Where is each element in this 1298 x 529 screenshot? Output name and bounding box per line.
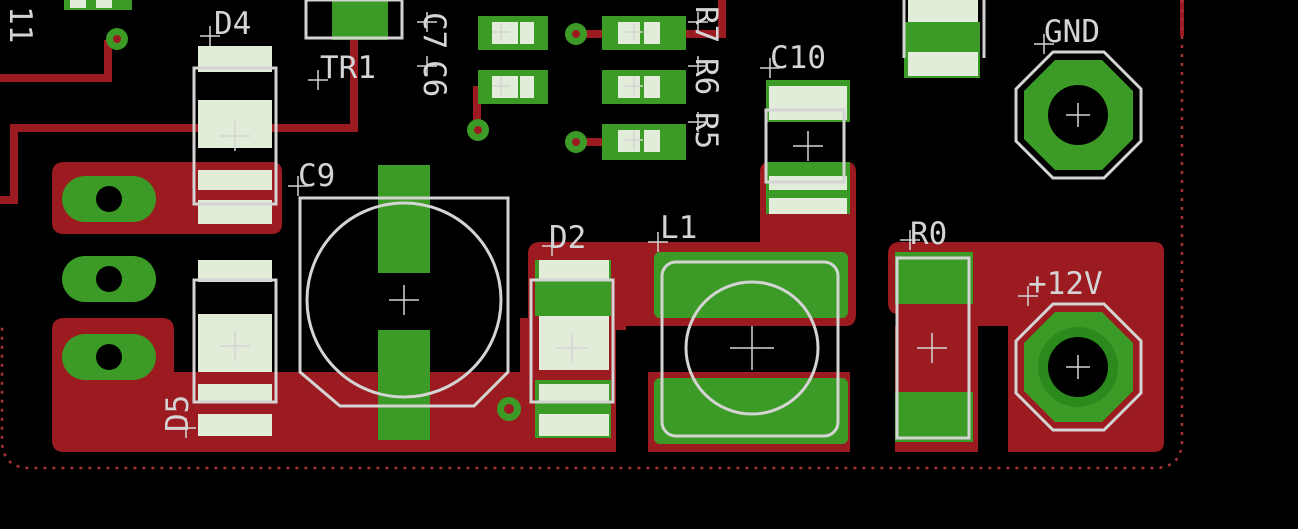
c10-outline [764,108,846,184]
crosshair-icon [176,12,1090,438]
trace-top-left [0,40,112,82]
label-r7: R7 [688,6,724,43]
trace-left-upper [0,20,358,204]
pour-bottom-left [52,318,616,452]
label-gnd: GND [1044,14,1100,50]
slot-hole-2 [96,266,122,292]
d4-outline [192,66,278,206]
label-d2: D2 [549,220,586,256]
r0-outline [895,256,971,440]
board-outline [0,0,1184,470]
l1-outline [660,260,840,438]
label-r6: R6 [688,58,724,95]
r0-pad-bottom [895,392,973,442]
d5-outline [192,278,278,404]
r0-pad-top [895,252,973,304]
gnd-pad-outline [1014,50,1143,180]
label-c9: C9 [298,158,335,194]
component-labels: D4 TR1 C10 GND C9 D2 L1 R0 +12V C7 C6 R7… [2,6,1103,432]
v12-pad-outline [1014,302,1143,432]
label-tr1: TR1 [320,50,376,86]
tr1-outline [304,0,404,40]
label-c7: C7 [416,12,452,49]
c9-outline [298,196,510,408]
c9-pad-top [378,165,430,273]
via-icon [565,23,587,45]
label-d5: D5 [160,395,196,432]
label-12v: +12V [1028,266,1103,302]
via-group[interactable] [106,23,587,421]
label-c10: C10 [770,40,826,76]
label-l1: L1 [660,210,697,246]
l1-pad-bottom [654,378,848,444]
silkscreen-layer [192,0,986,440]
via-icon [106,28,128,50]
c9-pad-bottom [378,330,430,440]
tr1-pad [332,0,388,40]
via-icon [497,397,521,421]
c9-circle [305,201,503,399]
label-r5: R5 [688,112,724,149]
label-r0: R0 [910,216,947,252]
via-icon [467,119,489,141]
l1-circle [684,280,820,416]
via-icon [565,131,587,153]
trace-r7 [686,0,726,38]
slot-hole-1 [96,186,122,212]
label-partial-left: 11 [2,6,38,43]
slot-hole-3 [96,344,122,370]
label-c6: C6 [416,60,452,97]
label-d4: D4 [214,6,251,42]
drill-layer [96,186,122,370]
d2-outline [529,278,615,404]
